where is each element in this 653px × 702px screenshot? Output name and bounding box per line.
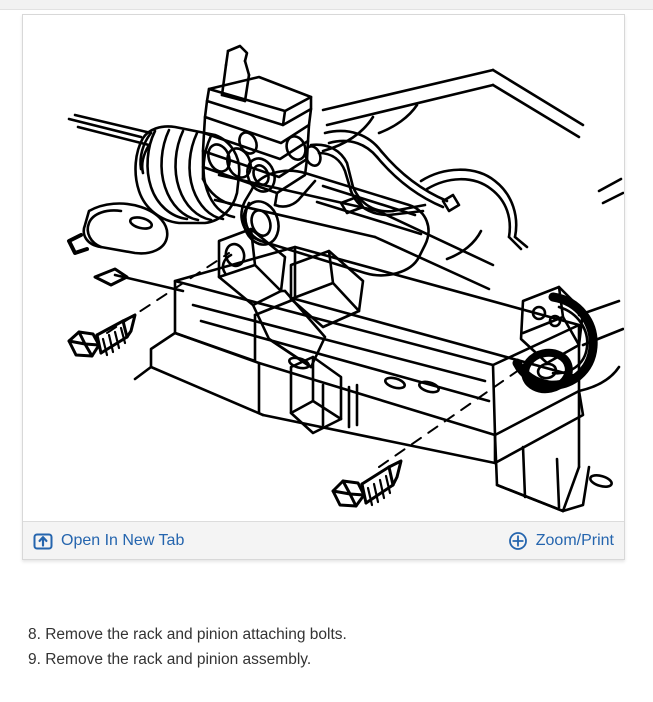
zoom-print-link[interactable]: Zoom/Print	[508, 531, 614, 551]
instruction-step-9: 9. Remove the rack and pinion assembly.	[28, 651, 312, 668]
instruction-step-8: 8. Remove the rack and pinion attaching …	[28, 626, 347, 643]
open-in-new-tab-label: Open In New Tab	[61, 531, 185, 549]
rack-and-pinion-diagram	[23, 15, 624, 521]
open-in-new-tab-icon	[33, 531, 53, 551]
instruction-list: 8. Remove the rack and pinion attaching …	[28, 622, 588, 672]
illustration-card: Open In New Tab Zoom/Print	[22, 14, 625, 560]
zoom-print-label: Zoom/Print	[535, 531, 614, 549]
page-top-strip	[0, 0, 653, 10]
open-in-new-tab-link[interactable]: Open In New Tab	[33, 531, 184, 551]
technical-illustration	[23, 15, 624, 521]
illustration-toolbar: Open In New Tab Zoom/Print	[23, 521, 624, 559]
zoom-plus-icon	[508, 531, 528, 551]
